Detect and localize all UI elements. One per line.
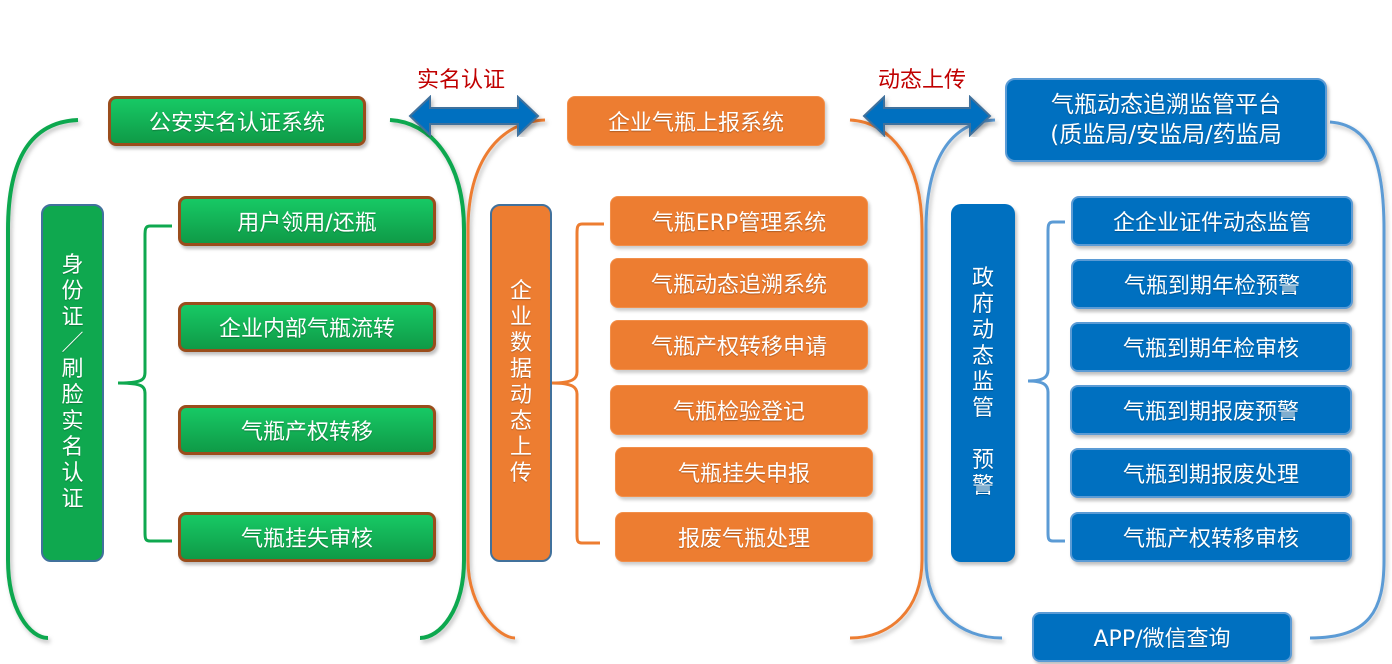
side-char: ／ [61,331,84,356]
enterprise-item[interactable]: 气瓶检验登记 [610,385,868,435]
enterprise-item[interactable]: 气瓶产权转移申请 [610,320,868,370]
double-arrow-right [862,94,992,138]
police-item[interactable]: 气瓶挂失审核 [178,512,436,562]
side-char: 证 [61,305,84,330]
enterprise-system-title[interactable]: 企业气瓶上报系统 [567,96,825,146]
side-char: 刷 [61,357,84,382]
police-item[interactable]: 用户领用/还瓶 [178,196,436,246]
gov-platform-title-line2: (质监局/安监局/药监局 [1050,122,1282,148]
blue-frame [924,118,1386,640]
gov-item[interactable]: 企企业证件动态监管 [1071,196,1353,246]
side-char: 名 [61,435,84,460]
side-char: 份 [61,279,84,304]
green-bracket [117,224,172,543]
side-char: 动 [509,383,532,408]
double-arrow-left [408,94,540,138]
gov-side-label: 政 府 动 态 监 管 预 警 [951,204,1015,562]
side-char: 脸 [61,383,84,408]
side-char: 态 [971,344,994,369]
side-char: 警 [971,474,994,499]
side-char: 预 [971,448,994,473]
gov-item[interactable]: 气瓶产权转移审核 [1070,512,1352,562]
police-item[interactable]: 气瓶产权转移 [178,405,436,455]
gov-item[interactable]: 气瓶到期年检审核 [1070,322,1352,372]
side-char: 认 [61,461,84,486]
side-char: 业 [509,305,532,330]
enterprise-item[interactable]: 气瓶动态追溯系统 [610,258,868,308]
side-char: 态 [509,409,532,434]
side-char: 身 [61,253,84,278]
side-char: 政 [971,266,994,291]
police-side-label: 身 份 证 ／ 刷 脸 实 名 认 证 [41,204,104,562]
side-char: 实 [61,409,84,434]
police-system-title-text: 公安实名认证系统 [148,111,325,136]
side-char: 上 [509,435,532,460]
enterprise-side-label: 企 业 数 据 动 态 上 传 [490,204,552,562]
police-system-title[interactable]: 公安实名认证系统 [108,96,366,146]
side-char: 证 [61,487,84,512]
enterprise-item[interactable]: 报废气瓶处理 [615,512,873,562]
side-char: 企 [509,279,532,304]
gov-platform-title-line1: 气瓶动态追溯监管平台 [1051,92,1281,118]
green-frame [6,118,466,640]
side-char: 据 [509,357,532,382]
side-char: 数 [509,331,532,356]
gov-platform-title[interactable]: 气瓶动态追溯监管平台 (质监局/安监局/药监局 [1005,78,1327,162]
side-char: 监 [971,370,994,395]
enterprise-item[interactable]: 气瓶ERP管理系统 [610,196,868,246]
side-char: 传 [509,461,532,486]
gov-item[interactable]: 气瓶到期报废处理 [1070,448,1352,498]
app-wechat-query-button[interactable]: APP/微信查询 [1032,612,1292,662]
gov-item[interactable]: 气瓶到期年检预警 [1071,259,1353,309]
side-char: 动 [971,318,994,343]
gov-item[interactable]: 气瓶到期报废预警 [1070,385,1352,435]
side-char: 管 [971,396,994,421]
blue-bracket [1027,220,1065,543]
connector-label-dynamic-upload: 动态上传 [878,68,967,93]
connector-label-real-name: 实名认证 [417,68,506,93]
enterprise-item[interactable]: 气瓶挂失申报 [615,447,873,497]
police-item[interactable]: 企业内部气瓶流转 [178,302,436,352]
side-char: 府 [971,292,994,317]
orange-bracket [551,222,604,545]
